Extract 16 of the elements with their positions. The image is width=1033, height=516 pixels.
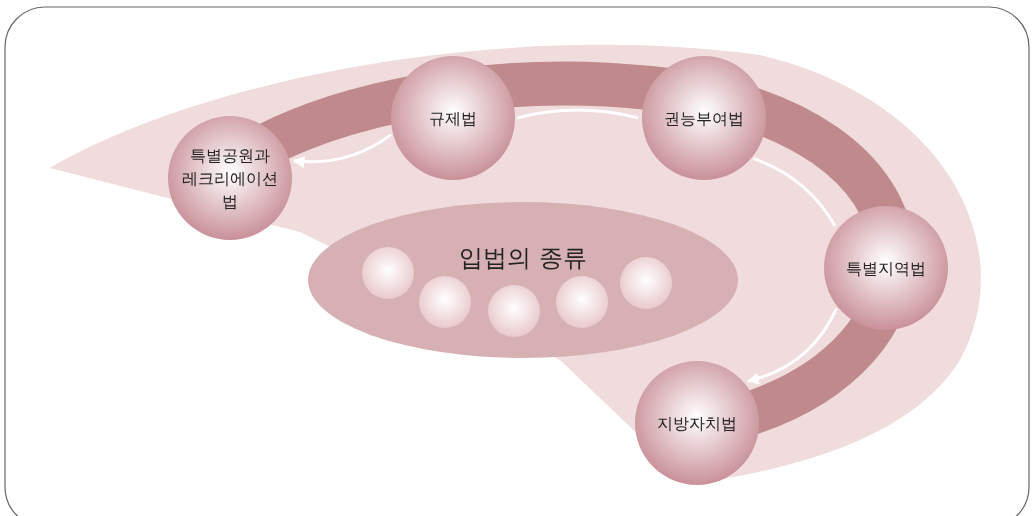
circle-node <box>556 276 608 328</box>
circle-node: 특별공원과 레크리에이션 법 <box>168 116 292 240</box>
connector-line <box>516 108 639 120</box>
circle-node <box>488 285 540 337</box>
circle-node <box>620 257 672 309</box>
circle-node: 규제법 <box>391 56 515 180</box>
circle-node <box>419 276 471 328</box>
connector-line <box>752 157 837 227</box>
oval-panel <box>308 202 738 358</box>
circle-node: 권능부여법 <box>642 56 766 180</box>
arrow <box>292 133 393 168</box>
circle-node: 지방자치법 <box>635 361 759 485</box>
circle-node <box>362 247 414 299</box>
circle-node: 특별지역법 <box>824 206 948 330</box>
panel-title: 입법의 종류 <box>458 243 588 274</box>
arrow <box>746 307 838 385</box>
